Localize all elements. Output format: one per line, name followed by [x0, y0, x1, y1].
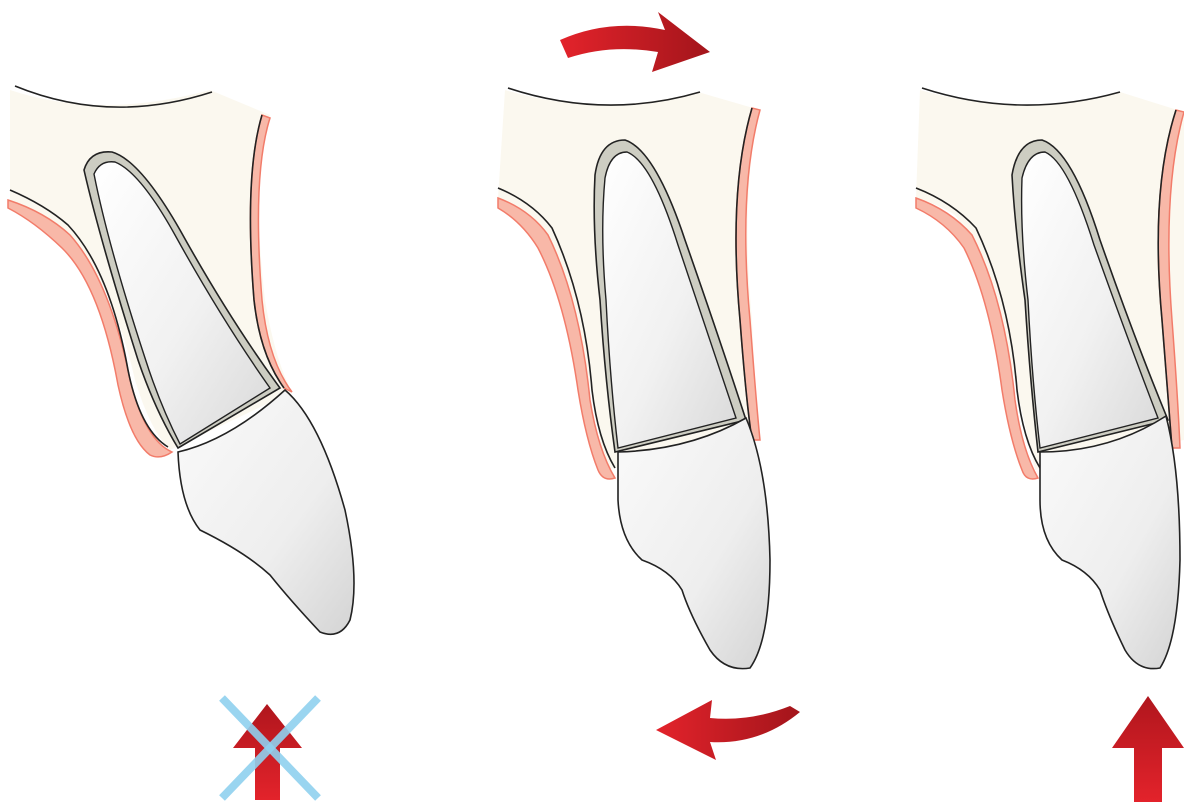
intrusion-arrow-up [1112, 696, 1184, 802]
panel-tooth-right [880, 0, 1184, 806]
tooth-diagram-right [880, 0, 1184, 806]
intrusion-arrow-crossed [222, 698, 318, 800]
panel-tooth-left [0, 0, 400, 806]
tooth-diagram-middle [420, 0, 840, 806]
tooth-diagram-left [0, 0, 400, 806]
tooth-crown [618, 418, 770, 669]
panel-tooth-middle [420, 0, 840, 806]
curved-arrow-counter-clockwise [656, 700, 800, 760]
tooth-crown [1040, 416, 1180, 669]
curved-arrow-clockwise [560, 12, 710, 72]
